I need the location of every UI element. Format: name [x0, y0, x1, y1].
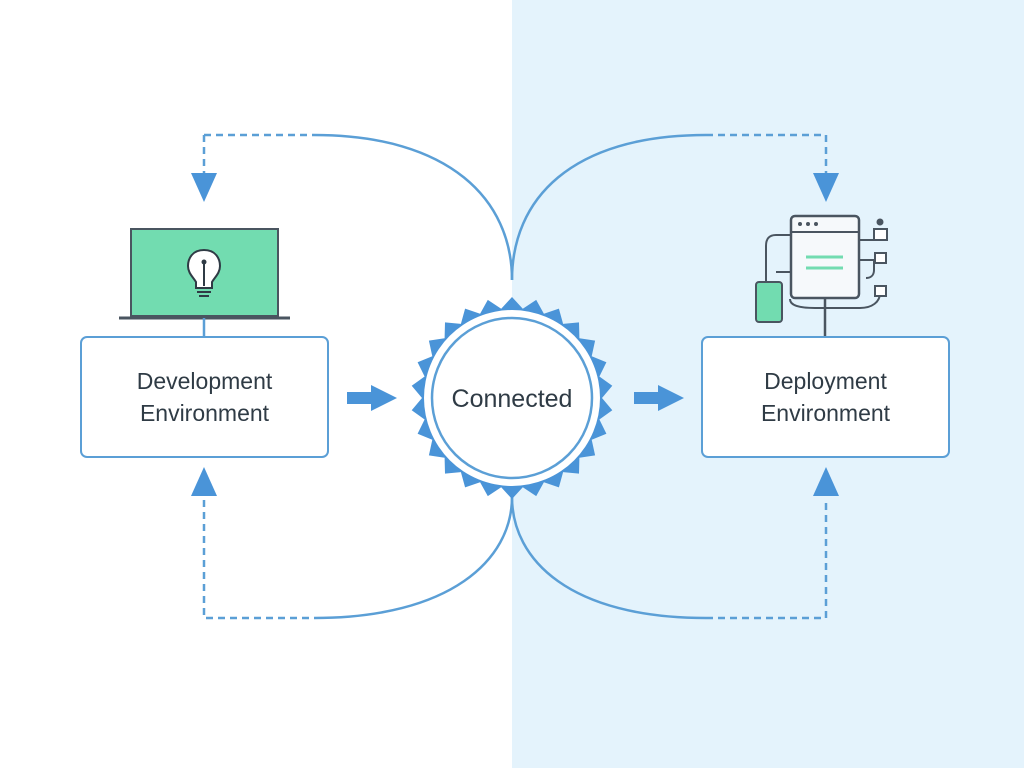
connected-label: Connected — [451, 384, 573, 413]
development-environment-node: Development Environment — [80, 336, 329, 458]
arrow-down-icon — [813, 173, 839, 202]
loop-bottom-left — [191, 467, 514, 620]
development-label-line1: Development — [136, 368, 273, 394]
loop-bottom-right — [510, 467, 839, 620]
loop-top-right — [510, 133, 839, 281]
seal-badge-icon — [411, 297, 613, 499]
development-label-line2: Environment — [139, 400, 270, 426]
laptop-lightbulb-icon — [119, 228, 290, 336]
arrow-up-icon — [191, 467, 217, 496]
server-network-icon — [755, 214, 888, 336]
arrow-right-icon — [634, 385, 684, 411]
arrow-down-icon — [191, 173, 217, 202]
deployment-environment-node: Deployment Environment — [701, 336, 950, 458]
arrow-up-icon — [813, 467, 839, 496]
arrow-right-icon — [347, 385, 397, 411]
lightbulb-icon — [186, 248, 222, 297]
deployment-label-line2: Environment — [760, 400, 891, 426]
deployment-label-line1: Deployment — [764, 368, 887, 394]
loop-top-left — [191, 133, 514, 281]
